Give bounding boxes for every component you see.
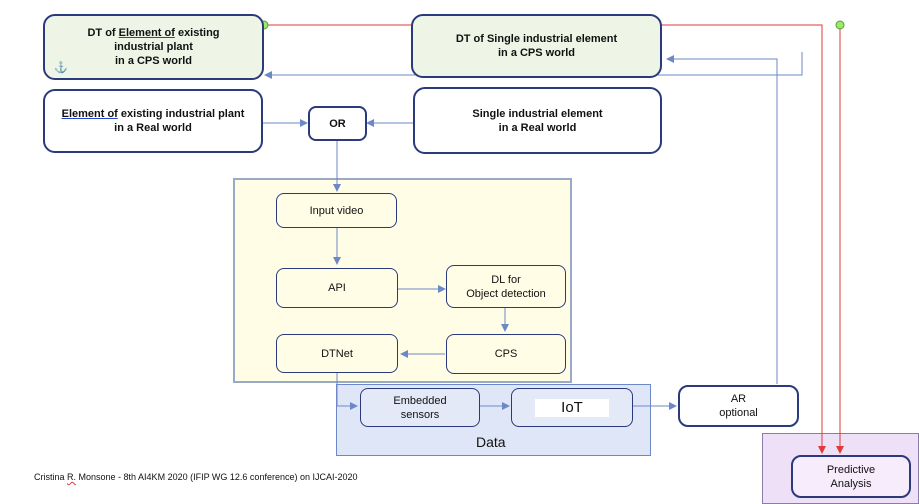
dt-element-box: DT of Element of existing industrial pla… (43, 14, 264, 80)
dt-element-line3: in a CPS world (114, 55, 192, 67)
cps-label: CPS (494, 348, 518, 360)
footer-text-a: Cristina (34, 472, 68, 482)
predictive-line2: Analysis (830, 477, 872, 490)
cps-box: CPS (446, 334, 566, 374)
dt-single-line1: DT of Single industrial element (455, 33, 618, 45)
dl-line1: DL for (491, 273, 521, 286)
iot-label: IoT (535, 398, 609, 417)
dt-single-line2: in a CPS world (497, 47, 575, 59)
embedded-line1: Embedded (393, 394, 447, 407)
element-real-box: Element of existing industrial plant in … (43, 89, 263, 153)
anchor-icon: ⚓ (54, 62, 68, 74)
embedded-sensors-box: Embedded sensors (360, 388, 480, 427)
dt-element-text-b: existing (174, 27, 220, 39)
dtnet-label: DTNet (321, 347, 353, 360)
single-real-box: Single industrial element in a Real worl… (413, 87, 662, 154)
embedded-line2: sensors (400, 408, 440, 421)
dl-box: DL for Object detection (446, 265, 566, 308)
data-region-label: Data (476, 434, 506, 450)
dtnet-box: DTNet (276, 334, 398, 373)
api-label: API (328, 282, 346, 294)
ar-box: AR optional (678, 385, 799, 427)
element-real-underlined: Element of (61, 108, 118, 120)
dt-element-underlined: Element of (118, 27, 175, 39)
input-video-label: Input video (309, 204, 364, 217)
predictive-line1: Predictive (826, 463, 876, 476)
element-real-text: existing industrial plant (117, 108, 245, 120)
dl-line2: Object detection (466, 287, 546, 300)
connector-node-right (835, 20, 845, 30)
single-real-line1: Single industrial element (472, 107, 603, 120)
dt-single-box: DT of Single industrial element in a CPS… (411, 14, 662, 78)
predictive-box: Predictive Analysis (791, 455, 911, 498)
footer-text-c: Monsone - 8th AI4KM 2020 (IFIP WG 12.6 c… (76, 472, 358, 482)
ar-line2: optional (719, 407, 758, 419)
iot-box: IoT (511, 388, 633, 427)
ar-line1: AR (730, 393, 747, 405)
or-label: OR (329, 117, 346, 130)
or-box: OR (308, 106, 367, 141)
element-real-line2: in a Real world (114, 122, 192, 134)
dt-element-line2: industrial plant (114, 41, 193, 53)
single-real-line2: in a Real world (498, 121, 577, 134)
dt-element-text-a: DT of (87, 27, 119, 39)
api-box: API (276, 268, 398, 308)
input-video-box: Input video (276, 193, 397, 228)
footer-text-b: R. (67, 472, 77, 482)
footer-credit: Cristina R. Monsone - 8th AI4KM 2020 (IF… (34, 472, 358, 482)
